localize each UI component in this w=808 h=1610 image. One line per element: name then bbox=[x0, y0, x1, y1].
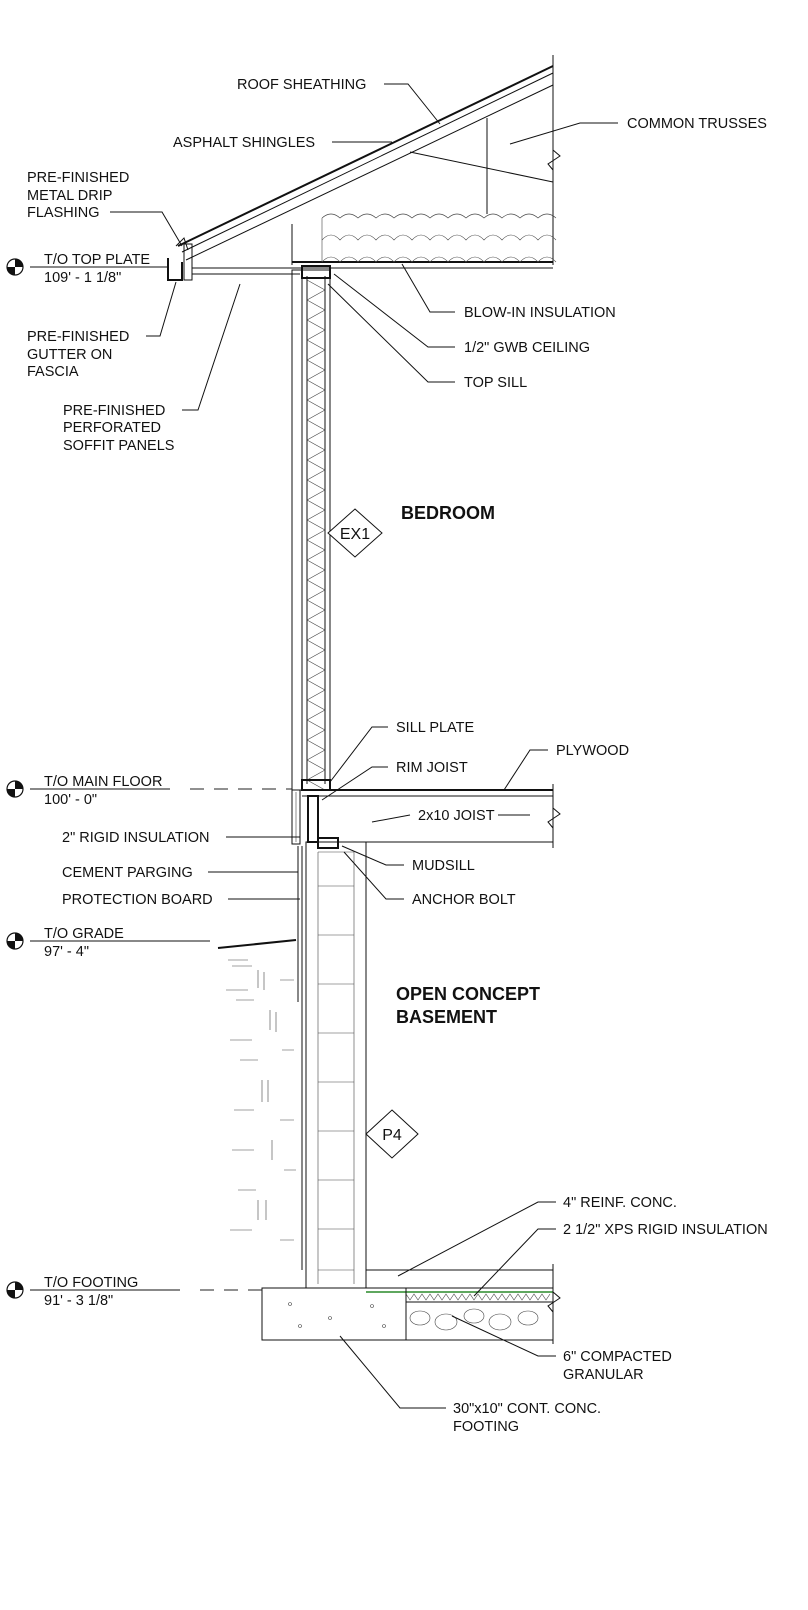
wall-type-tag-p4-text: P4 bbox=[382, 1127, 402, 1144]
label-reinf-conc: 4" REINF. CONC. bbox=[563, 1195, 677, 1211]
level-main-floor-elev: 100' - 0" bbox=[44, 792, 97, 808]
callout-labels: ROOF SHEATHING ASPHALT SHINGLES COMMON T… bbox=[27, 77, 768, 1435]
room-name-basement-2: BASEMENT bbox=[396, 1007, 497, 1027]
label-drip-flashing-3: FLASHING bbox=[27, 205, 100, 221]
label-granular-2: GRANULAR bbox=[563, 1367, 644, 1383]
leader-lines bbox=[110, 83, 618, 1409]
level-top-plate-name: T/O TOP PLATE bbox=[44, 252, 150, 268]
label-footing-1: 30"x10" CONT. CONC. bbox=[453, 1401, 601, 1417]
room-name-bedroom: BEDROOM bbox=[401, 503, 495, 523]
label-roof-sheathing: ROOF SHEATHING bbox=[237, 77, 366, 93]
label-drip-flashing-2: METAL DRIP bbox=[27, 188, 112, 204]
label-anchor-bolt: ANCHOR BOLT bbox=[412, 892, 516, 908]
label-soffit-2: PERFORATED bbox=[63, 420, 161, 436]
exterior-grade bbox=[217, 939, 297, 1241]
label-gwb-ceiling: 1/2" GWB CEILING bbox=[464, 340, 590, 356]
label-mudsill: MUDSILL bbox=[412, 858, 475, 874]
label-cement-parging: CEMENT PARGING bbox=[62, 865, 193, 881]
label-plywood: PLYWOOD bbox=[556, 743, 629, 759]
level-footing-name: T/O FOOTING bbox=[44, 1275, 138, 1291]
roof-assembly bbox=[167, 55, 561, 281]
level-main-floor: T/O MAIN FLOOR 100' - 0" bbox=[6, 774, 292, 808]
wood-stud-wall bbox=[291, 265, 331, 791]
slab-on-grade bbox=[366, 1264, 561, 1344]
label-footing-2: FOOTING bbox=[453, 1419, 519, 1435]
level-grade: T/O GRADE 97' - 4" bbox=[6, 926, 210, 960]
label-blow-in: BLOW-IN INSULATION bbox=[464, 305, 616, 321]
label-protection-board: PROTECTION BOARD bbox=[62, 892, 213, 908]
label-drip-flashing-1: PRE-FINISHED bbox=[27, 170, 129, 186]
level-footing-elev: 91' - 3 1/8" bbox=[44, 1293, 113, 1309]
level-main-floor-name: T/O MAIN FLOOR bbox=[44, 774, 162, 790]
concrete-footing bbox=[261, 1287, 407, 1341]
label-gutter-2: GUTTER ON bbox=[27, 347, 112, 363]
blow-in-insulation bbox=[321, 213, 557, 263]
label-asphalt-shingles: ASPHALT SHINGLES bbox=[173, 135, 315, 151]
room-name-basement-1: OPEN CONCEPT bbox=[396, 984, 540, 1004]
wall-type-tag-p4: P4 bbox=[365, 1109, 419, 1159]
label-gutter-1: PRE-FINISHED bbox=[27, 329, 129, 345]
level-top-plate-elev: 109' - 1 1/8" bbox=[44, 270, 121, 286]
level-top-plate: T/O TOP PLATE 109' - 1 1/8" bbox=[6, 252, 168, 286]
label-rim-joist: RIM JOIST bbox=[396, 760, 468, 776]
level-footing: T/O FOOTING 91' - 3 1/8" bbox=[6, 1275, 262, 1309]
label-soffit-3: SOFFIT PANELS bbox=[63, 438, 174, 454]
label-soffit-1: PRE-FINISHED bbox=[63, 403, 165, 419]
label-sill-plate: SILL PLATE bbox=[396, 720, 475, 736]
label-common-trusses: COMMON TRUSSES bbox=[627, 116, 767, 132]
block-foundation-wall bbox=[297, 837, 367, 1289]
label-xps: 2 1/2" XPS RIGID INSULATION bbox=[563, 1222, 768, 1238]
label-granular-1: 6" COMPACTED bbox=[563, 1349, 672, 1365]
label-top-sill: TOP SILL bbox=[464, 375, 527, 391]
wall-type-tag-ex1: EX1 bbox=[327, 508, 383, 558]
label-joist: 2x10 JOIST bbox=[418, 808, 495, 824]
label-gutter-3: FASCIA bbox=[27, 364, 79, 380]
level-grade-elev: 97' - 4" bbox=[44, 944, 89, 960]
level-grade-name: T/O GRADE bbox=[44, 926, 124, 942]
wall-type-tag-ex1-text: EX1 bbox=[340, 526, 370, 543]
label-rigid-insulation: 2" RIGID INSULATION bbox=[62, 830, 210, 846]
